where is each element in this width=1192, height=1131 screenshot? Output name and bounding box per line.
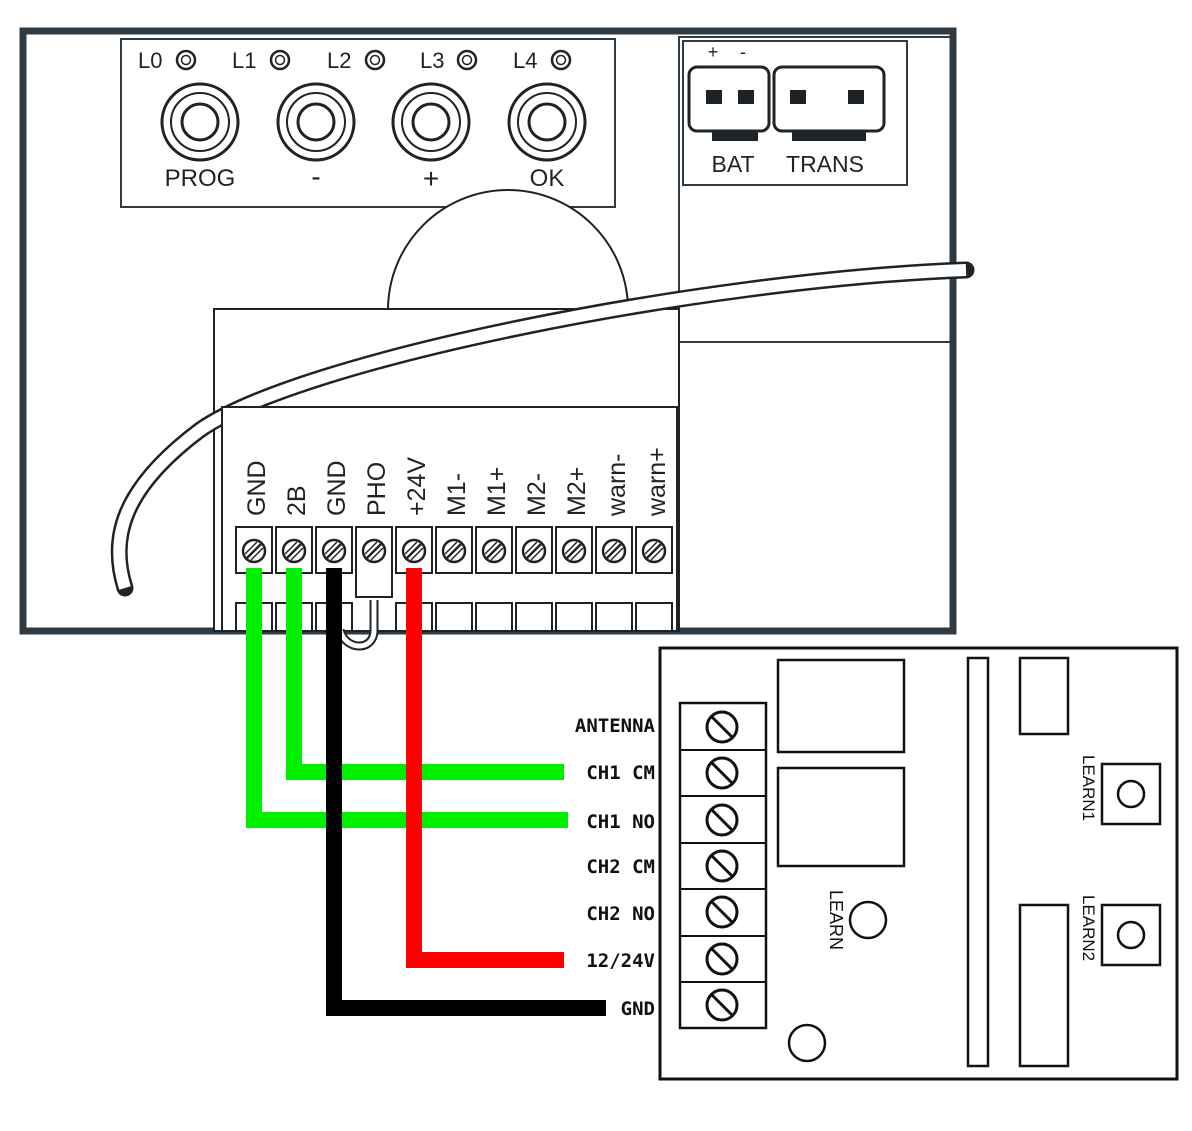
learn-label: LEARN (826, 890, 846, 950)
led-label: L3 (420, 48, 444, 73)
receiver-terminal-block (678, 701, 768, 1030)
terminal-label-m2-plus: M2+ (563, 467, 591, 516)
wires (246, 568, 606, 1016)
receiver-terminal-labels: ANTENNA CH1 CM CH1 NO CH2 CM CH2 NO 12/2… (575, 715, 656, 1020)
terminal-label-warn-minus: warn- (603, 453, 631, 517)
antenna-wire (113, 264, 967, 590)
terminal-label-ch1-cm: CH1 CM (586, 762, 655, 784)
learn-button[interactable] (848, 900, 888, 940)
button-label: PROG (165, 165, 236, 192)
bat-connector (687, 65, 771, 141)
green-wire-gnd (246, 568, 568, 828)
terminal-label-ch1-no: CH1 NO (586, 811, 655, 833)
button-label: OK (530, 165, 565, 192)
terminal-labels: GND 2B GND PHO +24V M1- M1+ M2- M2+ warn… (243, 447, 671, 517)
led-l3: L3 (420, 48, 478, 73)
trans-connector (772, 65, 886, 141)
component-bottom (1018, 903, 1070, 1068)
learn2-label: LEARN2 (1079, 895, 1098, 961)
dome (387, 189, 629, 311)
led-l0: L0 (138, 48, 197, 73)
led-label: L0 (138, 48, 162, 73)
bat-minus-label: - (740, 42, 746, 62)
led-l1: L1 (232, 48, 291, 73)
button-label: - (311, 161, 320, 192)
led-row: L0 L1 L2 L3 L4 (138, 48, 572, 73)
led-l4: L4 (513, 48, 572, 73)
terminal-label-m1-minus: M1- (443, 473, 471, 516)
learn1-label: LEARN1 (1079, 755, 1098, 821)
terminal-label-gnd-2: GND (323, 460, 351, 516)
plus-button[interactable]: + (391, 82, 471, 194)
learn1-button[interactable] (1100, 762, 1162, 826)
control-board: L0 L1 L2 L3 L4 (19, 27, 975, 651)
header-strip (966, 656, 990, 1068)
learn2-button[interactable] (1100, 903, 1162, 967)
trans-label: TRANS (786, 151, 864, 177)
terminal-label-gnd: GND (243, 460, 271, 516)
red-wire-24v (406, 568, 564, 968)
terminal-label-warn-plus: warn+ (643, 447, 671, 517)
jumper-wire (337, 600, 377, 649)
connector-area (678, 36, 954, 343)
led-l2: L2 (327, 48, 386, 73)
terminal-label-pho: PHO (363, 462, 391, 516)
terminal-label-ch2-no: CH2 NO (586, 903, 655, 925)
terminal-label-m2-minus: M2- (523, 473, 551, 516)
relay-1 (776, 658, 906, 754)
terminal-label-12-24v: 12/24V (586, 950, 655, 972)
bat-plus-label: + (708, 42, 719, 62)
led-label: L4 (513, 48, 537, 73)
terminal-label-2b: 2B (283, 485, 311, 516)
mounting-hole (787, 1023, 827, 1063)
black-wire-gnd (326, 568, 606, 1016)
receiver-board: ANTENNA CH1 CM CH1 NO CH2 CM CH2 NO 12/2… (575, 646, 1179, 1081)
minus-button[interactable]: - (276, 82, 356, 192)
button-label: + (423, 163, 439, 194)
relay-2 (776, 766, 906, 868)
terminal-label-gnd: GND (621, 998, 655, 1020)
component-top (1018, 656, 1070, 736)
green-wire-2b (286, 568, 564, 780)
terminal-label-antenna: ANTENNA (575, 715, 656, 737)
ok-button[interactable]: OK (507, 82, 587, 192)
led-label: L2 (327, 48, 351, 73)
led-label: L1 (232, 48, 256, 73)
terminal-label-24v: +24V (403, 457, 431, 516)
bat-label: BAT (711, 151, 754, 177)
terminal-label-m1-plus: M1+ (483, 467, 511, 516)
terminal-label-ch2-cm: CH2 CM (586, 856, 655, 878)
prog-button[interactable]: PROG (160, 82, 240, 192)
